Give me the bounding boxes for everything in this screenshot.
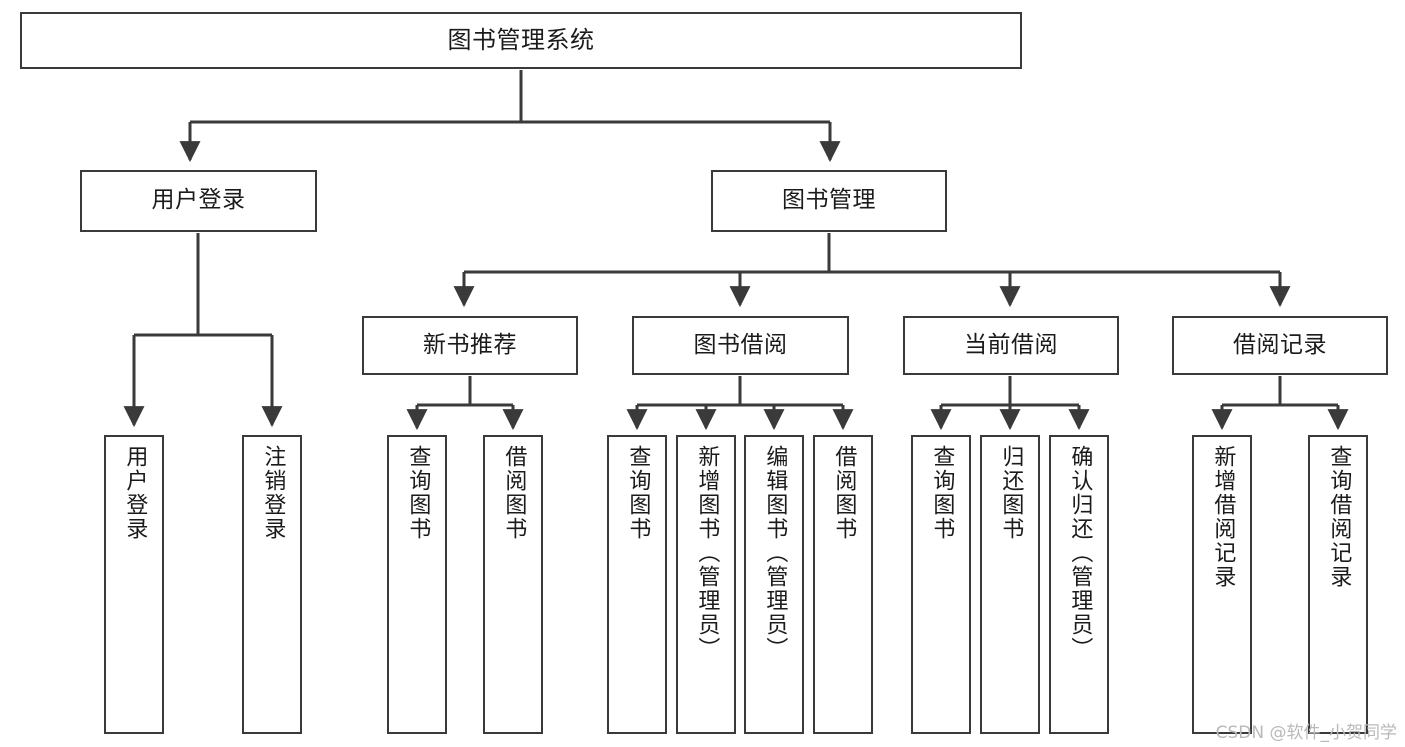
node-root-label: 图书管理系统	[447, 26, 595, 55]
node-user-login[interactable]: 用户登录	[80, 170, 317, 232]
node-borrow-record-label: 借阅记录	[1233, 331, 1327, 358]
csdn-watermark: CSDN @软件_小贺同学	[1215, 723, 1397, 743]
node-leaf-query-book-3[interactable]: 查询图书	[911, 435, 971, 734]
node-leaf-query-book-1[interactable]: 查询图书	[387, 435, 447, 734]
node-root[interactable]: 图书管理系统	[20, 12, 1022, 69]
node-leaf-return-book-label: 归还图书	[998, 445, 1024, 541]
node-book-manage-label: 图书管理	[782, 187, 876, 214]
node-leaf-edit-book-label: 编辑图书（管理员）	[762, 445, 788, 661]
node-leaf-add-record[interactable]: 新增借阅记录	[1192, 435, 1252, 734]
node-leaf-query-book-2[interactable]: 查询图书	[607, 435, 667, 734]
node-leaf-edit-book[interactable]: 编辑图书（管理员）	[744, 435, 804, 734]
node-leaf-confirm-return-label: 确认归还（管理员）	[1067, 445, 1093, 661]
node-borrow[interactable]: 图书借阅	[632, 316, 849, 375]
node-leaf-query-book-2-label: 查询图书	[625, 445, 651, 541]
node-leaf-borrow-book-1-label: 借阅图书	[501, 445, 527, 541]
node-user-login-label: 用户登录	[151, 187, 246, 214]
node-leaf-add-book[interactable]: 新增图书（管理员）	[676, 435, 736, 734]
node-leaf-borrow-book-2-label: 借阅图书	[831, 445, 857, 541]
node-new-book[interactable]: 新书推荐	[362, 316, 578, 375]
node-leaf-logout-label: 注销登录	[260, 445, 286, 541]
node-leaf-return-book[interactable]: 归还图书	[980, 435, 1040, 734]
node-new-book-label: 新书推荐	[423, 331, 517, 358]
node-leaf-user-login-label: 用户登录	[122, 445, 148, 541]
node-leaf-logout[interactable]: 注销登录	[242, 435, 302, 734]
node-leaf-borrow-book-1[interactable]: 借阅图书	[483, 435, 543, 734]
node-leaf-query-book-3-label: 查询图书	[929, 445, 955, 541]
node-current-borrow[interactable]: 当前借阅	[903, 316, 1119, 375]
node-current-borrow-label: 当前借阅	[964, 331, 1058, 358]
node-leaf-user-login[interactable]: 用户登录	[104, 435, 164, 734]
node-borrow-label: 图书借阅	[693, 331, 788, 358]
node-leaf-add-record-label: 新增借阅记录	[1210, 445, 1236, 589]
node-book-manage[interactable]: 图书管理	[711, 170, 947, 232]
node-leaf-confirm-return[interactable]: 确认归还（管理员）	[1049, 435, 1109, 734]
node-leaf-borrow-book-2[interactable]: 借阅图书	[813, 435, 873, 734]
node-leaf-query-record[interactable]: 查询借阅记录	[1308, 435, 1368, 734]
node-leaf-query-book-1-label: 查询图书	[405, 445, 431, 541]
node-leaf-add-book-label: 新增图书（管理员）	[694, 445, 720, 661]
node-leaf-query-record-label: 查询借阅记录	[1326, 445, 1352, 589]
node-borrow-record[interactable]: 借阅记录	[1172, 316, 1388, 375]
